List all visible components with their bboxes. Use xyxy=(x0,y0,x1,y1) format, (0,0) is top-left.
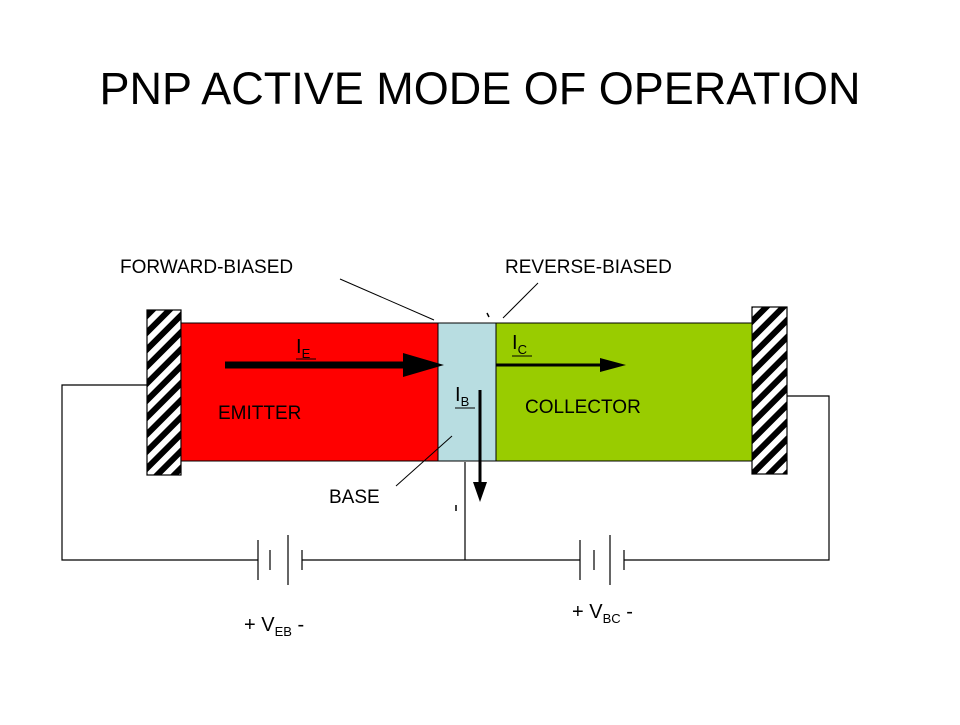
ib-label: IB xyxy=(455,384,469,409)
right-wire xyxy=(624,395,830,561)
collector-label: COLLECTOR xyxy=(525,397,641,418)
forward-biased-pointer xyxy=(339,278,435,321)
ie-label: IE xyxy=(296,336,311,361)
base-label: BASE xyxy=(329,487,380,508)
collector-contact xyxy=(751,306,788,475)
circuit-wires xyxy=(61,384,830,561)
emitter-region xyxy=(180,322,439,462)
emitter-label: EMITTER xyxy=(218,403,301,424)
reverse-biased-label: REVERSE-BIASED xyxy=(505,257,672,278)
left-wire xyxy=(61,384,258,561)
forward-biased-label: FORWARD-BIASED xyxy=(120,257,293,278)
ib-arrow xyxy=(473,390,487,502)
vbc-label: + VBC - xyxy=(572,601,633,626)
junction-tick-top xyxy=(486,312,490,318)
reverse-biased-pointer xyxy=(502,282,539,319)
base-region xyxy=(437,322,497,462)
collector-region xyxy=(495,322,753,462)
veb-label: + VEB - xyxy=(244,614,304,639)
base-pointer xyxy=(395,435,453,487)
emitter-contact xyxy=(146,309,182,476)
ic-arrow xyxy=(496,358,626,372)
ic-label: IC xyxy=(512,332,527,357)
vbc-battery xyxy=(579,535,625,585)
veb-battery xyxy=(257,535,303,585)
page-title: PNP ACTIVE MODE OF OPERATION xyxy=(100,63,861,114)
ie-arrow xyxy=(225,353,444,377)
